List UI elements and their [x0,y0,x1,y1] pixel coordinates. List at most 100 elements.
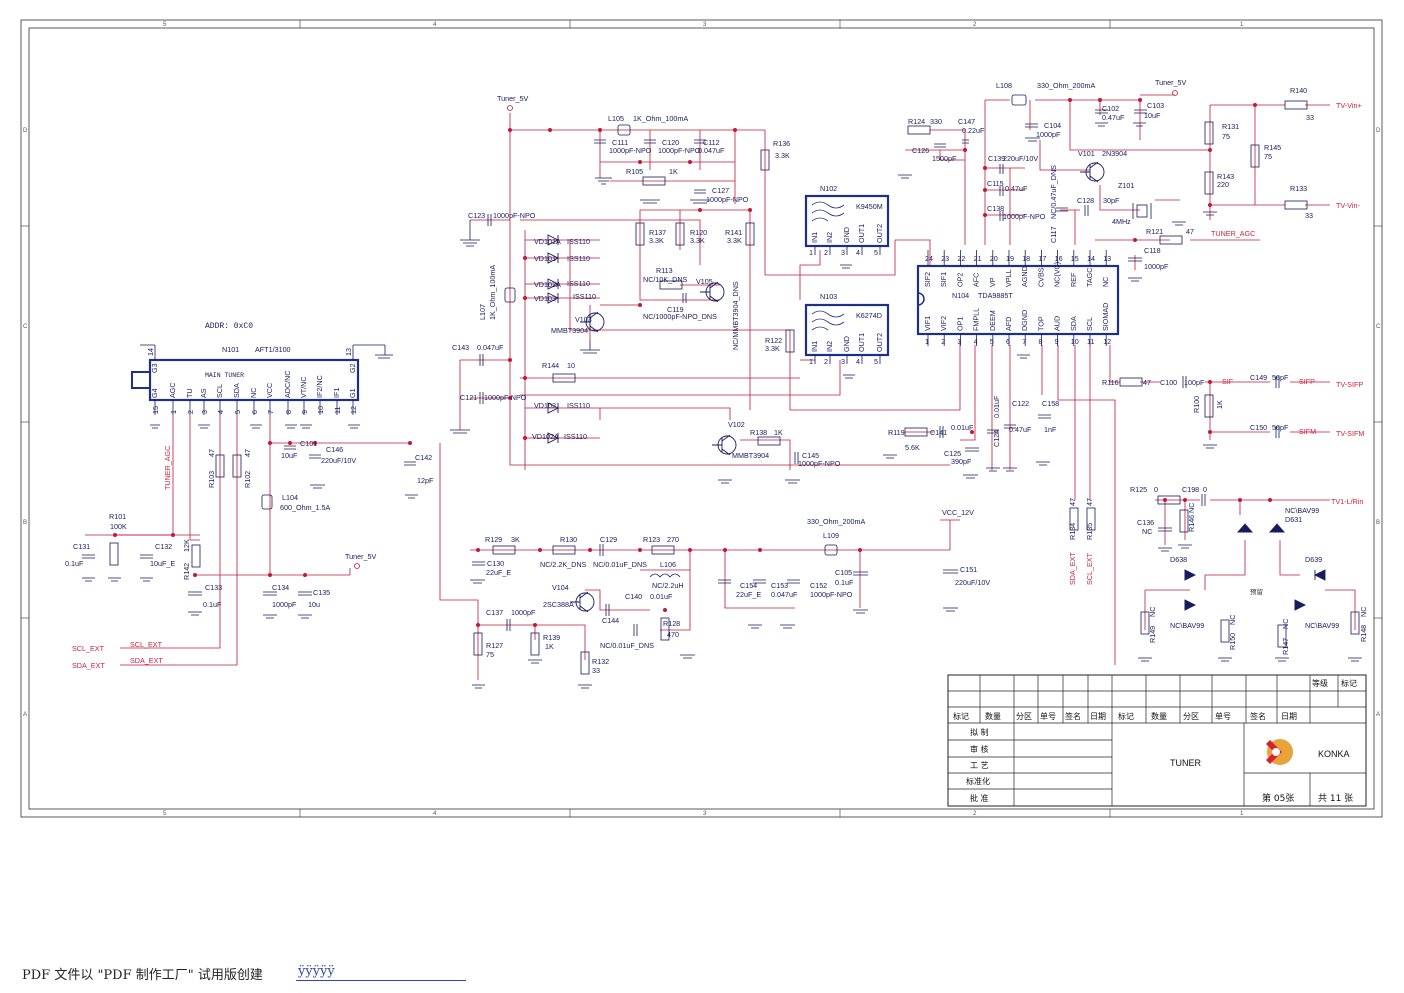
c130-ref: C130 [487,559,504,568]
r132-value: 33 [592,666,600,675]
n104-pin-name: OP1 [955,317,964,331]
r122-value: 3.3K [765,344,780,353]
n103-pin-name: GND [842,336,851,352]
c104-value: 1000pF [1036,130,1061,139]
c100-value: 100pF [1184,378,1205,387]
col-label: 1 [1240,811,1244,817]
r101-ref: R101 [109,512,126,521]
col-label: 3 [703,22,707,28]
tuner-pin-number: 6 [250,410,259,414]
c105-value: 0.1uF [835,578,854,587]
c145-ref: C145 [802,451,819,460]
vd102a-ref: VD102A [534,280,561,289]
tuner5v-label: Tuner_5V [1155,78,1187,87]
c102-ref: C102 [1102,104,1119,113]
c123-value: 1000pF-NPO [493,211,536,220]
r148-value: NC [1359,607,1368,617]
n103-pin-number: 3 [841,357,845,366]
c126-ref: C126 [912,146,929,155]
n103-pin-name: IN1 [810,341,819,352]
c142-ref: C142 [415,453,432,462]
c147-ref: C147 [958,117,975,126]
tuner-pin-name: TU [185,388,194,398]
c128-value: 30pF [1103,196,1120,205]
c144-ref: C144 [602,616,619,625]
r143-value: 220 [1217,180,1229,189]
r144-value: 10 [567,361,575,370]
v104-value: 2SC388A [543,600,574,609]
iss-value: ISS110 [567,237,590,246]
c102-value: 0.47uF [1102,113,1125,122]
n104-pin-name: DEEM [988,310,997,331]
c103-ref: C103 [1147,101,1164,110]
n104-ref: N104 [952,291,969,300]
c118-ref: C118 [1144,246,1161,255]
r137-ref: R137 [649,228,666,237]
c158-ref: C158 [1042,399,1059,408]
n104-pin-name: VIF2 [939,316,948,331]
c135-value: 10u [308,600,320,609]
r127-ref: R127 [486,641,503,650]
vcc12-label: VCC_12V [942,508,974,517]
l108-value: 330_Ohm_200mA [1037,81,1096,90]
r135-ref: R135 [1085,523,1094,540]
tuner-agc-net: TUNER_AGC [1211,229,1255,238]
tv-sifm-port: TV-SIFM [1336,429,1364,438]
pdf-watermark-link[interactable]: ÿÿÿÿÿ [298,964,335,979]
v105-value: NC/MMBT3904_DNS [731,281,740,350]
vd101-ref: VD101 [534,254,556,263]
r116-ref: R116 [1102,378,1119,387]
c154-value: 22uF_E [736,590,761,599]
c111-value: 1000pF-NPO [609,146,652,155]
c124-ref: C124 [992,430,1001,447]
n104-pin-number: 22 [957,254,965,263]
c146-ref: C146 [326,445,343,454]
n104-pin-name: DGND [1020,310,1029,331]
c122-ref: C122 [1012,399,1029,408]
c132-ref: C132 [155,542,172,551]
r147-ref: R147 [1281,638,1290,655]
r124-value: 330 [930,117,942,126]
c119-ref: C119 [667,305,684,314]
scl-ext-net: SCL_EXT [1085,552,1094,585]
l109-ref: L109 [823,531,839,540]
r120-value: 3.3K [690,236,705,245]
r123-value: 270 [667,535,679,544]
n104-pin-number: 6 [1006,337,1010,346]
r147-value: NC [1281,619,1290,629]
c120-value: 1000pF-NPO [658,146,701,155]
c134-value: 1000pF [272,600,297,609]
n104-pin-number: 8 [1038,337,1042,346]
c146-value: 220uF/10V [321,456,356,465]
l105-ref: L105 [608,114,624,123]
n104-pin-name: AGND [1020,266,1029,287]
d631-value: NC\BAV99 [1285,506,1319,515]
r131-ref: R131 [1222,122,1239,131]
n102-pin-number: 3 [841,248,845,257]
tuner-pin-number: 13 [344,348,353,356]
n104-pin-number: 10 [1071,337,1079,346]
c127-ref: C127 [712,186,729,195]
c103-value: 10uF [1144,111,1161,120]
tuner-pin-name: IF2/NC [315,375,324,398]
c149-value: 56pF [1272,373,1289,382]
outer-frame [20,19,1383,818]
l106-value: NC/2.2uH [652,581,684,590]
r129-value: 3K [511,535,520,544]
frame-labels: 5 4 3 2 1 5 4 3 2 1 D C B A D C B A [23,22,1381,817]
iss-value: ISS110 [567,401,590,410]
c105-ref: C105 [835,568,852,577]
r125-ref: R125 [1130,485,1147,494]
c123-ref: C123 [468,211,485,220]
revision-header: 数量 [1151,711,1167,721]
n102-pin-name: OUT2 [875,224,884,243]
company-name: KONKA [1318,749,1350,759]
revision-header: 单号 [1215,711,1231,721]
c149-ref: C149 [1250,373,1267,382]
tuner-ref: N101 [222,345,239,354]
r134-ref: R134 [1068,523,1077,540]
c145-value: 1000pF-NPO [798,459,841,468]
n104-pin-number: 3 [957,337,961,346]
tuner-pin-name: G2 [348,363,357,373]
